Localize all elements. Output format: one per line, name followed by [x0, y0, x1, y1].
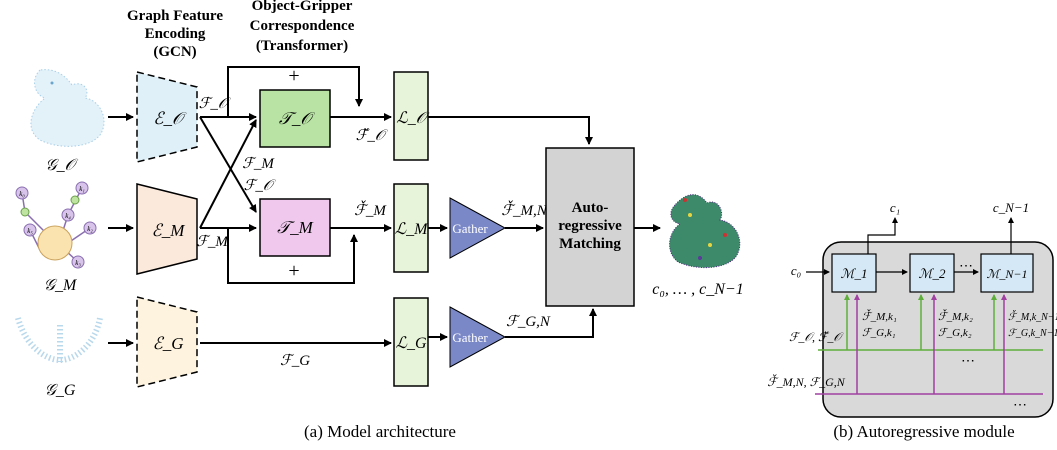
header-gfe-line1: Graph Feature: [127, 8, 223, 24]
mano-bypass-line: [200, 227, 358, 284]
header-gfe-line3: (GCN): [153, 44, 196, 60]
transformer-object-label: 𝒯_𝒪: [279, 109, 316, 128]
header-graph-feature-encoding: Graph Feature Encoding (GCN): [127, 8, 223, 60]
header-gfe-line2: Encoding: [145, 26, 206, 42]
feature-object-transformed: ℱ̌_𝒪: [356, 128, 388, 144]
caption-right: (b) Autoregressive module: [833, 422, 1014, 441]
matching-line2: regressive: [558, 218, 622, 234]
gather-mano-label: Gather: [452, 221, 488, 236]
ar-module-2-label: ℳ_2: [919, 266, 946, 281]
ar-ellipsis-top: ⋯: [959, 259, 973, 274]
object-encoder-label: ℰ_𝒪: [153, 109, 187, 128]
ar-module-n: [980, 253, 1034, 293]
ar-output-cn: c_N−1: [993, 200, 1029, 215]
arrow-gather-gripper-to-matching: [505, 308, 597, 338]
output-point-cloud: [669, 194, 741, 269]
feature-mano-out: ℱ_M: [196, 234, 229, 250]
transformer-mano: [259, 198, 331, 257]
gripper-graph-label: 𝒢_G: [45, 382, 76, 399]
feature-gripper-out: ℱ_G: [280, 353, 310, 369]
feature-gripper-gathered: ℱ_G,N: [506, 314, 551, 330]
caption-left: (a) Model architecture: [304, 422, 456, 441]
object-residual-plus: +: [288, 65, 299, 87]
mano-node-k1: k₁: [79, 185, 85, 193]
linear-mano-label: ℒ_M: [395, 221, 430, 238]
ar-input-c0: c₀: [791, 263, 801, 278]
feature-cross-m: ℱ_M: [242, 156, 275, 172]
ar-k1-label-g: ℱ_G,k₁: [862, 327, 896, 339]
header-object-gripper-correspondence: Object-Gripper Correspondence (Transform…: [250, 0, 355, 54]
ar-module-n-label: ℳ_N−1: [987, 267, 1028, 281]
object-point-cloud: [30, 69, 105, 147]
feature-cross-o: ℱ_𝒪: [244, 178, 276, 194]
object-encoder: [136, 71, 198, 163]
mano-node-k4: k₄: [65, 212, 71, 220]
mano-node-k3: k₃: [75, 259, 81, 267]
matching-line3: Matching: [559, 236, 621, 252]
mano-encoder: [136, 183, 198, 275]
linear-gripper: [393, 297, 429, 387]
linear-mano: [393, 183, 429, 273]
mano-graph-label: 𝒢_M: [44, 277, 78, 294]
feature-mano-gathered: ℱ̌_M,N: [501, 200, 548, 219]
output-label: c₀, … , c_N−1: [652, 281, 743, 298]
ar-module-2: [909, 253, 955, 293]
header-ogc-line1: Object-Gripper: [252, 0, 353, 14]
ar-output-c1: c₁: [890, 200, 900, 215]
gripper-encoder-label: ℰ_G: [152, 334, 183, 353]
arrow-mano-cross: [199, 119, 257, 229]
ar-module-1-label: ℳ_1: [841, 266, 868, 281]
mano-node-k0: k₀: [19, 190, 25, 198]
gripper-encoder: [136, 296, 198, 388]
feature-object-out: ℱ_𝒪: [199, 96, 231, 112]
ar-feature-inputs-2: ℱ̌_M,N, ℱ_G,N: [767, 374, 846, 389]
arrow-object-to-matching: [428, 116, 593, 145]
arrow-object-cross: [199, 116, 257, 213]
mano-encoder-label: ℰ_M: [152, 221, 186, 240]
linear-gripper-label: ℒ_G: [395, 335, 427, 352]
ar-k1-label-m: ℱ̌_M,k₁: [862, 309, 897, 323]
transformer-mano-label: 𝒯_M: [277, 218, 314, 237]
gather-gripper-label: Gather: [452, 330, 488, 345]
ar-kn-label-m: ℱ̌_M,k_N−1: [1008, 310, 1057, 323]
mano-graph: k₀ k₁ k₂ k₃ k₄ k₅: [15, 181, 97, 269]
ar-k2-label-m: ℱ̌_M,k₂: [938, 309, 973, 323]
ar-k2-label-g: ℱ_G,k₂: [938, 327, 972, 339]
ar-ellipsis-green: ⋯: [961, 354, 975, 369]
ar-module-1: [831, 253, 877, 293]
header-ogc-line3: (Transformer): [256, 38, 348, 54]
mano-node-k5: k₅: [27, 227, 33, 235]
gather-gripper: [449, 306, 507, 368]
ar-feature-inputs-1: ℱ_𝒪, ℱ̌_𝒪: [789, 330, 844, 344]
linear-object: [393, 71, 429, 161]
ar-ellipsis-purple: ⋯: [1013, 398, 1027, 413]
ar-output-c1-line: [867, 217, 898, 254]
gather-mano: [449, 197, 507, 259]
matching-line1: Auto-: [572, 200, 609, 216]
transformer-object: [259, 89, 331, 148]
feature-mano-transformed: ℱ̌_M: [354, 200, 387, 219]
gripper-point-cloud: [15, 317, 103, 364]
ar-kn-label-g: ℱ_G,k_N−1: [1008, 328, 1057, 339]
mano-residual-plus: +: [288, 260, 299, 282]
linear-object-label: ℒ_𝒪: [396, 110, 430, 127]
mano-node-k2: k₂: [87, 225, 93, 233]
matching-block: [545, 147, 635, 307]
object-graph-label: 𝒢_𝒪: [45, 157, 78, 174]
header-ogc-line2: Correspondence: [250, 18, 355, 34]
